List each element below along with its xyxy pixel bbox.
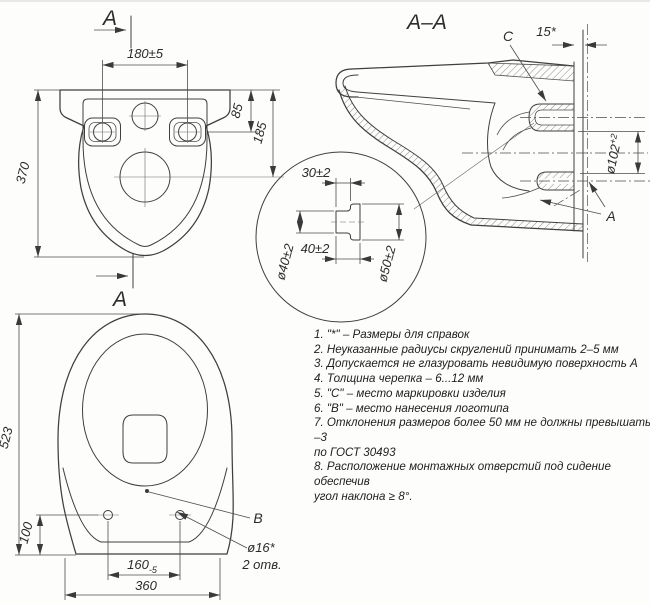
note-line: 4. Толщина черепка – 6...12 мм: [314, 372, 484, 386]
section-top-edge: [351, 59, 575, 70]
svg-text:ø16*: ø16*: [247, 540, 275, 555]
detail-view: 30±2 40±2 ø40±2 ø50±2: [255, 151, 427, 323]
dim-total-length: 40±2: [301, 236, 374, 264]
section-mark-bottom: А: [96, 253, 134, 311]
dim-wall-flange: 15*: [536, 24, 607, 49]
rear-inner-outline: [82, 98, 208, 247]
surface-a-label: А: [539, 181, 616, 224]
svg-text:185: 185: [250, 120, 270, 146]
note-line: 7. Отклонения размеров более 50 мм не до…: [314, 416, 650, 459]
dim-hole-offset: 100: [16, 514, 98, 555]
dim-outlet-offset: 185: [250, 90, 277, 177]
svg-text:С: С: [503, 28, 514, 44]
svg-text:85: 85: [228, 101, 246, 120]
technical-notes: 1. "*" – Размеры для справок 2. Неуказан…: [314, 328, 650, 505]
svg-text:360: 360: [135, 578, 157, 593]
dim-height: 370: [13, 89, 144, 258]
dim-neck-length: 30±2: [302, 165, 365, 207]
svg-text:15*: 15*: [536, 24, 556, 39]
top-outline: [57, 313, 234, 555]
section-title: А–А: [405, 11, 447, 34]
svg-text:ø50±2: ø50±2: [375, 243, 399, 283]
seat-hole-right: [169, 510, 191, 520]
note-line: 3. Допускается не глазуровать невидимую …: [314, 357, 638, 371]
svg-text:А: А: [101, 7, 117, 30]
rear-view: 180±5 370 85 185 А А: [13, 7, 284, 311]
svg-text:180±5: 180±5: [127, 46, 164, 61]
mount-boss-left: [84, 117, 121, 147]
section-view: А–А 15*: [335, 11, 650, 262]
note-line: 2. Неуказанные радиусы скруглений приним…: [314, 342, 619, 356]
dim-mount-holes: 180±5: [102, 46, 188, 122]
section-mark-top: А: [94, 7, 132, 49]
svg-text:2 отв.: 2 отв.: [241, 557, 281, 572]
dim-width: 360: [64, 558, 221, 600]
svg-text:А: А: [605, 208, 615, 224]
logo-place-b: B: [145, 489, 263, 526]
note-line: 5. "С" – место маркировки изделия: [314, 386, 506, 400]
svg-text:30±2: 30±2: [302, 165, 332, 180]
mount-boss-right: [169, 117, 206, 147]
dim-outlet-dia: ø102+2: [578, 131, 645, 175]
rear-outline: [59, 89, 231, 257]
note-line: 6. "В" – место нанесения логотипа: [314, 401, 509, 415]
svg-text:40±2: 40±2: [301, 241, 331, 256]
detail-circle: [255, 151, 427, 323]
top-view: 523 100 160-5 360 B: [0, 313, 282, 600]
seat-hole-callout: ø16* 2 отв.: [176, 511, 282, 572]
dim-inlet-offset: 85: [208, 89, 280, 133]
svg-text:B: B: [253, 510, 262, 526]
seat-hole-left: [97, 510, 119, 520]
outlet-opening: [122, 414, 168, 464]
note-line: 1. "*" – Размеры для справок: [314, 328, 470, 341]
svg-text:ø102+2: ø102+2: [601, 133, 625, 175]
svg-text:523: 523: [0, 425, 16, 451]
svg-text:160-5: 160-5: [127, 557, 158, 575]
svg-text:100: 100: [16, 520, 36, 546]
svg-text:А: А: [111, 288, 127, 311]
dim-outer-dia: ø50±2: [362, 203, 404, 284]
svg-text:ø40±2: ø40±2: [273, 241, 297, 281]
svg-text:370: 370: [13, 160, 33, 186]
spigot-profile: [335, 203, 361, 241]
note-line: 8. Расположение монтажных отверстий под …: [314, 460, 611, 503]
marking-place-c: С: [503, 28, 547, 102]
detail-leader: [413, 122, 535, 210]
dim-hole-spacing: 160-5: [107, 521, 181, 580]
rim-inner: [82, 333, 208, 487]
